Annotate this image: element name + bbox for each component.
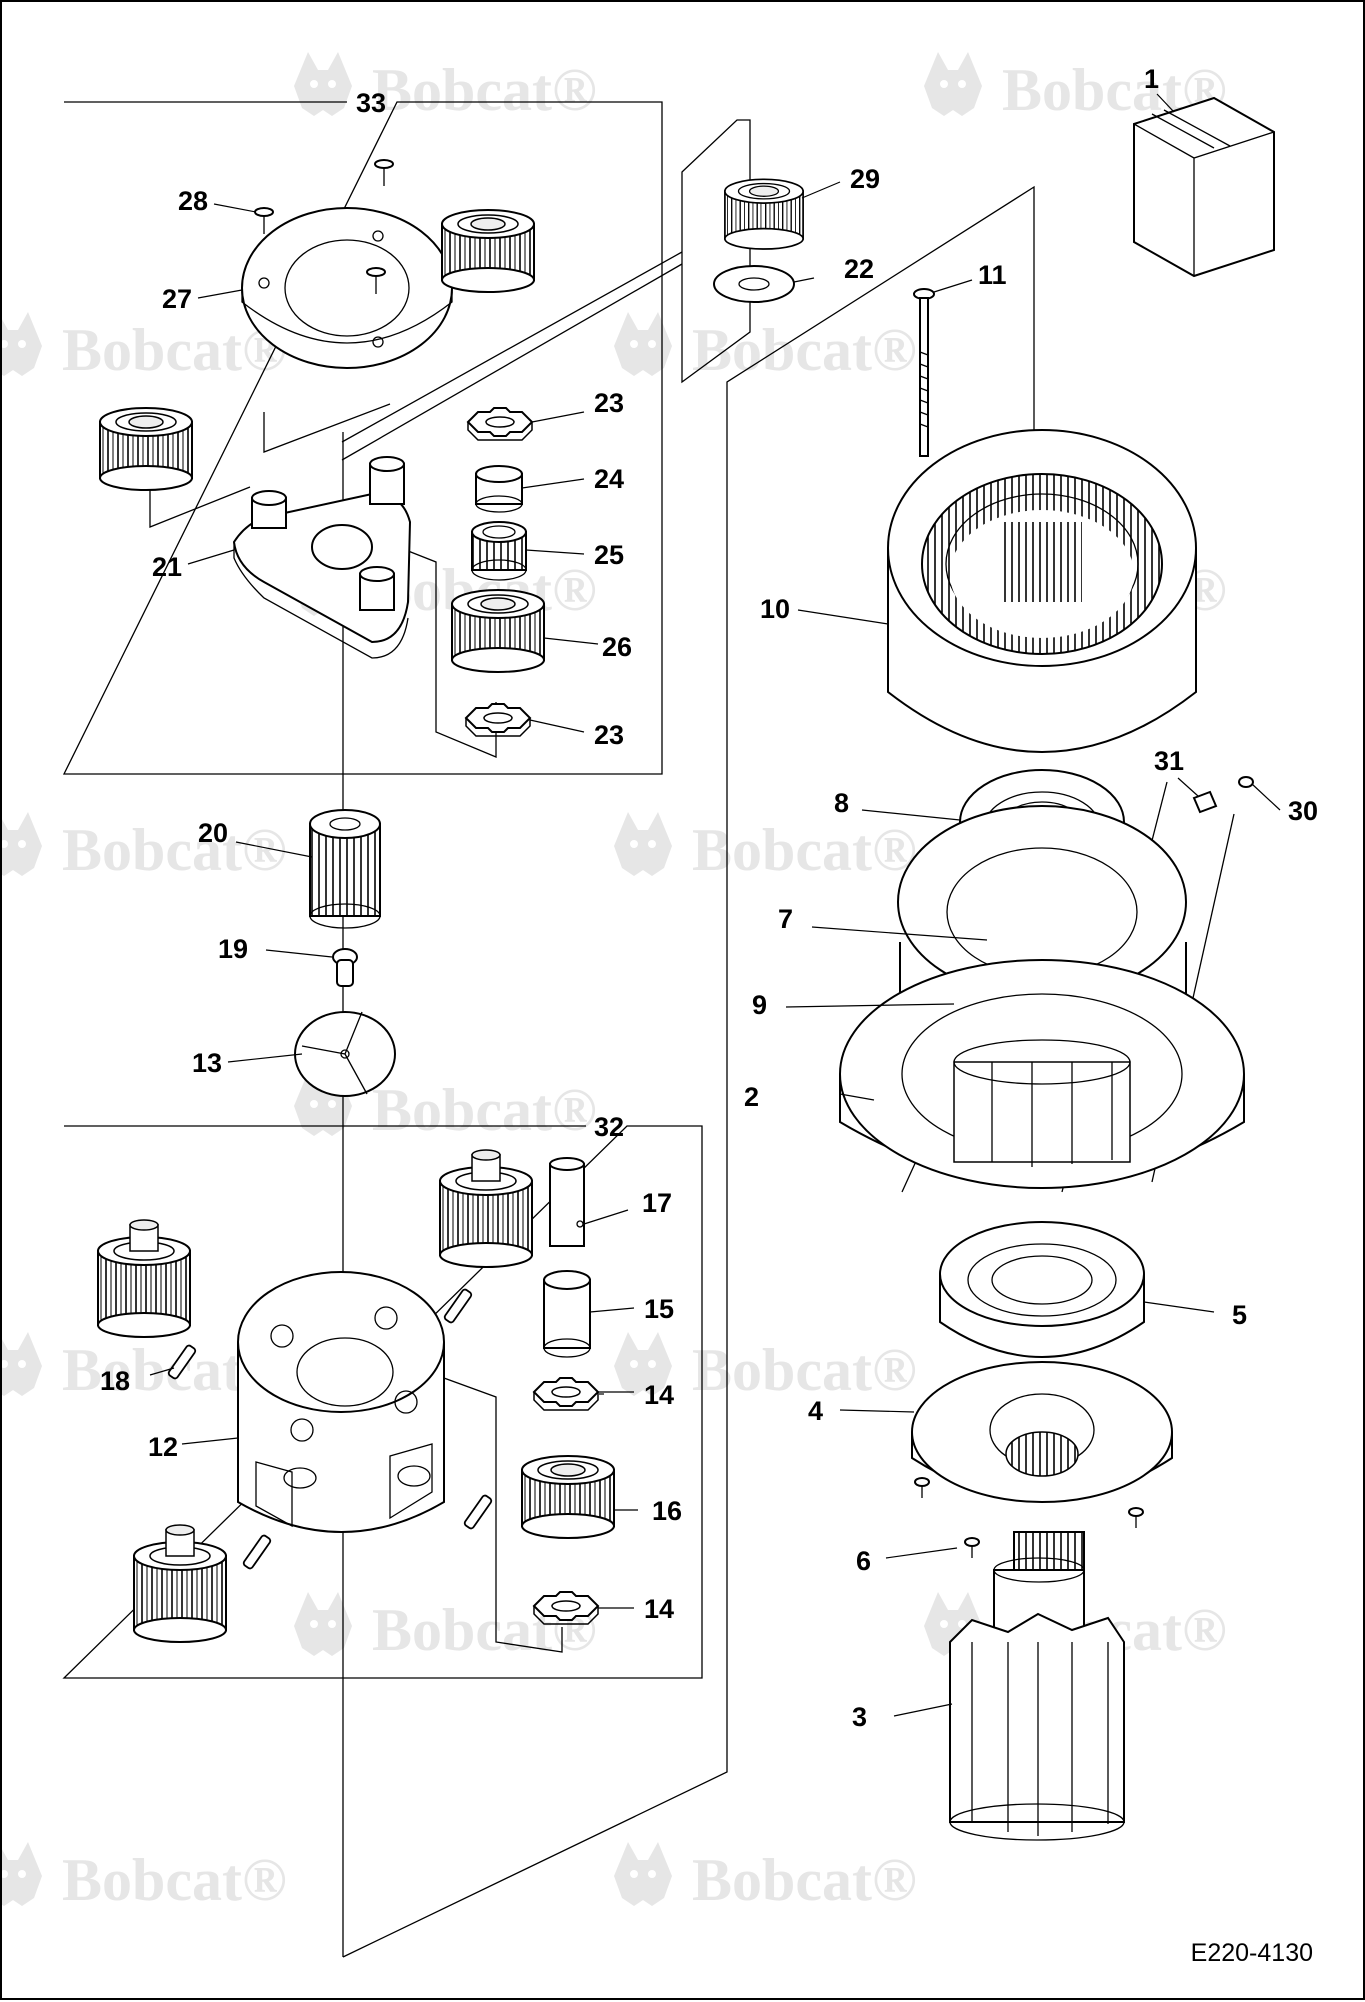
- callout-4: 4: [808, 1396, 823, 1426]
- bobcat-watermark: Bobcat®: [294, 1072, 597, 1143]
- lower-planet-gear-bottom[interactable]: [133, 1524, 227, 1643]
- svg-text:Bobcat®: Bobcat®: [372, 1077, 597, 1143]
- part-22-washer[interactable]: [713, 265, 795, 303]
- part-12-planet-carrier[interactable]: [237, 1271, 445, 1533]
- callout-20: 20: [198, 818, 228, 848]
- bobcat-logo-icon: [614, 1842, 672, 1906]
- callout-14a: 14: [644, 1380, 674, 1410]
- callout-24: 24: [594, 464, 624, 494]
- svg-text:Bobcat®: Bobcat®: [692, 817, 917, 883]
- part-19-pin[interactable]: [332, 948, 358, 987]
- part-16-planet-gear[interactable]: [521, 1455, 615, 1539]
- callout-14b: 14: [644, 1594, 674, 1624]
- bobcat-logo-icon: [614, 312, 672, 376]
- bobcat-logo-icon: [294, 52, 352, 116]
- part-11-bolt[interactable]: [913, 288, 935, 457]
- callout-23b: 23: [594, 720, 624, 750]
- callout-25: 25: [594, 540, 624, 570]
- callout-30: 30: [1288, 796, 1318, 826]
- svg-text:Bobcat®: Bobcat®: [372, 57, 597, 123]
- part-13-thrust-disc[interactable]: [294, 1011, 396, 1097]
- part-2-bearing-housing[interactable]: [839, 959, 1245, 1189]
- bobcat-logo-icon: [2, 812, 42, 876]
- callout-10: 10: [760, 594, 790, 624]
- callout-6: 6: [856, 1546, 871, 1576]
- part-31-plug[interactable]: [1192, 790, 1218, 814]
- svg-text:Bobcat®: Bobcat®: [692, 1337, 917, 1403]
- callout-26: 26: [602, 632, 632, 662]
- bobcat-logo-icon: [2, 1332, 42, 1396]
- part-30-grease-fitting[interactable]: [1238, 776, 1254, 788]
- callout-15: 15: [644, 1294, 674, 1324]
- bobcat-logo-icon: [2, 1842, 42, 1906]
- callout-29: 29: [850, 164, 880, 194]
- callout-8: 8: [834, 788, 849, 818]
- part-15-bushing[interactable]: [543, 1270, 591, 1358]
- bobcat-watermark: Bobcat®: [2, 812, 287, 883]
- callout-labels: 1 2 3 4 5 6 7 8 9 10 11 12 13 14 14 15 1…: [100, 64, 1318, 1732]
- callout-3: 3: [852, 1702, 867, 1732]
- callout-7: 7: [778, 904, 793, 934]
- part-10-ring-gear-housing[interactable]: [887, 429, 1197, 753]
- bobcat-watermark: Bobcat®: [614, 1842, 917, 1913]
- part-1-kit-box[interactable]: [1133, 96, 1275, 278]
- callout-23a: 23: [594, 388, 624, 418]
- callout-33: 33: [356, 88, 386, 118]
- part-21-planet-carrier[interactable]: [232, 456, 412, 659]
- part-4-pinion-plate[interactable]: [911, 1361, 1173, 1503]
- callout-12: 12: [148, 1432, 178, 1462]
- callout-1: 1: [1144, 64, 1159, 94]
- bobcat-logo-icon: [2, 312, 42, 376]
- lower-planet-gear-left[interactable]: [97, 1219, 191, 1338]
- bobcat-watermark: Bobcat®: [2, 1842, 287, 1913]
- bobcat-watermark: Bobcat®: [294, 52, 597, 123]
- part-14-thrust-washer-upper[interactable]: [533, 1377, 599, 1411]
- bobcat-watermark: Bobcat®: [614, 812, 917, 883]
- part-5-bearing-lower[interactable]: [939, 1221, 1145, 1358]
- part-17-shaft[interactable]: [549, 1157, 585, 1247]
- callout-32: 32: [594, 1112, 624, 1142]
- bobcat-logo-icon: [924, 52, 982, 116]
- callout-13: 13: [192, 1048, 222, 1078]
- callout-17: 17: [642, 1188, 672, 1218]
- callout-2: 2: [744, 1082, 759, 1112]
- upper-planet-gear-left[interactable]: [99, 407, 193, 491]
- callout-16: 16: [652, 1496, 682, 1526]
- drawing-number: E220-4130: [1190, 1939, 1313, 1967]
- callout-9: 9: [752, 990, 767, 1020]
- bobcat-logo-icon: [614, 812, 672, 876]
- part-29-sun-gear[interactable]: [724, 178, 804, 250]
- part-3-pinion-shaft[interactable]: [949, 1531, 1125, 1841]
- part-26-planet-gear[interactable]: [451, 589, 545, 673]
- callout-19: 19: [218, 934, 248, 964]
- callout-27: 27: [162, 284, 192, 314]
- callout-18: 18: [100, 1366, 130, 1396]
- svg-text:Bobcat®: Bobcat®: [692, 1847, 917, 1913]
- callout-28: 28: [178, 186, 208, 216]
- group-frame-33: [62, 101, 663, 775]
- part-23-thrust-washer-upper[interactable]: [467, 407, 533, 441]
- part-23-thrust-washer-lower[interactable]: [465, 703, 531, 737]
- bobcat-watermark: Bobcat®: [2, 312, 287, 383]
- part-27-cover-plate[interactable]: [241, 207, 453, 369]
- part-25-needle-bearing[interactable]: [471, 521, 527, 581]
- callout-31: 31: [1154, 746, 1184, 776]
- bobcat-watermark: Bobcat®: [614, 1332, 917, 1403]
- callout-21: 21: [152, 552, 182, 582]
- callout-22: 22: [844, 254, 874, 284]
- svg-text:Bobcat®: Bobcat®: [62, 317, 287, 383]
- part-24-bushing[interactable]: [475, 465, 523, 513]
- svg-text:Bobcat®: Bobcat®: [62, 1847, 287, 1913]
- svg-text:Bobcat®: Bobcat®: [62, 817, 287, 883]
- leader-lines: [149, 93, 1281, 1717]
- lower-planet-gear-top[interactable]: [439, 1149, 533, 1268]
- bobcat-watermark: Bobcat®: [614, 312, 917, 383]
- callout-5: 5: [1232, 1300, 1247, 1330]
- part-20-sun-gear[interactable]: [309, 809, 381, 929]
- upper-planet-gear-right[interactable]: [441, 209, 535, 293]
- callout-11: 11: [978, 260, 1007, 290]
- svg-text:Bobcat®: Bobcat®: [692, 317, 917, 383]
